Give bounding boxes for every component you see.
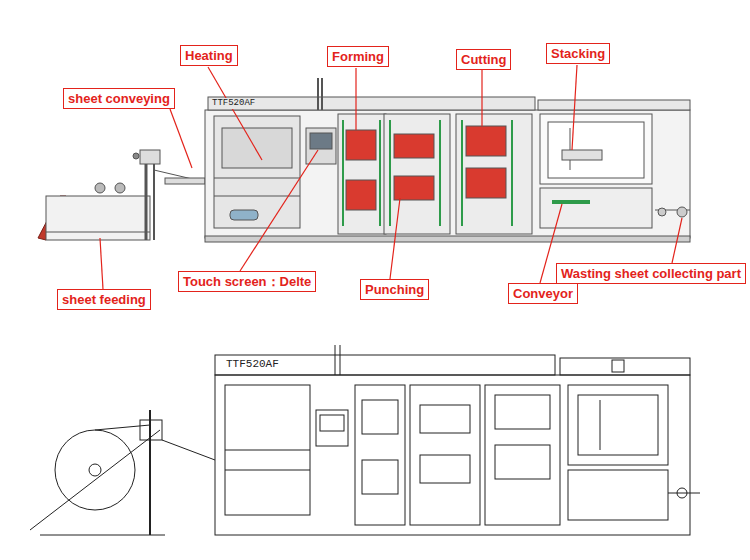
callout-box: sheet feeding — [57, 289, 151, 310]
callout-box: Forming — [327, 46, 389, 67]
callout-text: Heating — [185, 48, 233, 63]
callout-box: sheet conveying — [63, 88, 175, 109]
callout-box: Cutting — [456, 49, 511, 70]
callout-box: Punching — [360, 279, 429, 300]
callout-box: Heating — [180, 45, 238, 66]
callout-text: sheet feeding — [62, 292, 146, 307]
callout-text: Punching — [365, 282, 424, 297]
callout-text: Cutting — [461, 52, 506, 67]
callout-box: Wasting sheet collecting part — [556, 263, 746, 284]
callout-box: Touch screen：Delte — [178, 271, 316, 292]
callout-text: Touch screen：Delte — [183, 274, 311, 289]
callout-text: Forming — [332, 49, 384, 64]
callout-text: Conveyor — [513, 286, 573, 301]
callout-text: Stacking — [551, 46, 605, 61]
callout-box: Stacking — [546, 43, 610, 64]
callout-text: sheet conveying — [68, 91, 170, 106]
callout-box: Conveyor — [508, 283, 578, 304]
callout-text: Wasting sheet collecting part — [561, 266, 741, 281]
model-number: TTF520AF — [212, 98, 255, 109]
model-number: TTF520AF — [226, 358, 279, 371]
